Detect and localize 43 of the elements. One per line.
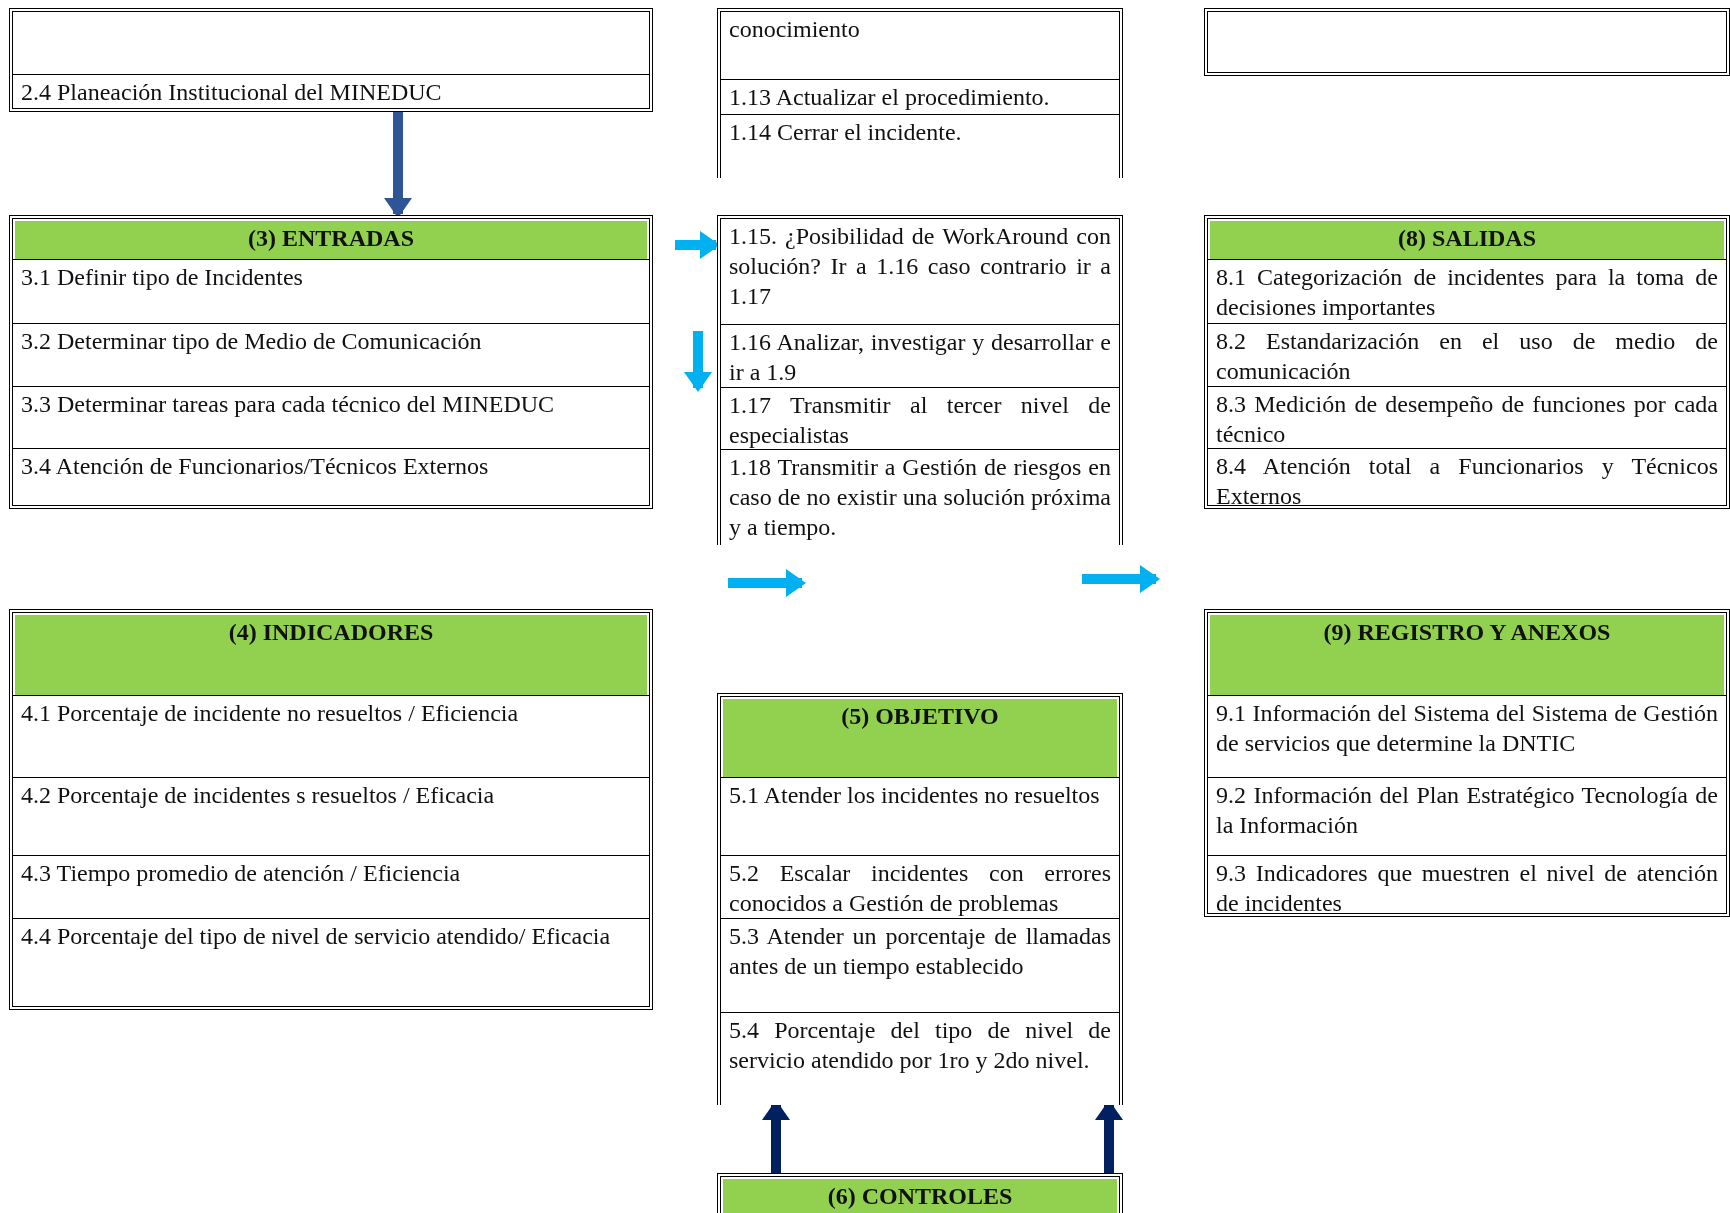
list-item: 3.4 Atención de Funcionarios/Técnicos Externos [13,448,649,508]
table [717,215,1123,545]
list-item: conocimiento [728,15,861,44]
empty-table [1204,8,1730,76]
list-item: 8.1 Categorización de incidentes para la toma de decisiones importantes [1208,259,1726,323]
section-header: (8) SALIDAS [1210,221,1724,259]
list-item: 3.1 Definir tipo de Incidentes [13,259,649,323]
list-item: 4.2 Porcentaje de incidentes s resueltos / Eficacia [13,777,649,855]
list-item: 1.15. ¿Posibilidad de WorkAround con solución? Ir a 1.16 caso contrario ir a 1.17 [728,222,1112,311]
list-item: 3.2 Determinar tipo de Medio de Comunicación [13,323,649,386]
list-item: 4.1 Porcentaje de incidente no resueltos / Eficiencia [13,695,649,777]
list-item: 4.4 Porcentaje del tipo de nivel de servicio atendido/ Eficacia [13,918,649,1010]
list-item: 1.13 Actualizar el procedimiento. [721,79,1119,114]
table [1204,215,1730,509]
list-item: 1.18 Transmitir a Gestión de riesgos en caso de no existir una solución próxima y a tiempo. [721,449,1119,544]
list-item: 8.4 Atención total a Funcionarios y Técnicos Externos [1208,448,1726,508]
list-item: 3.3 Determinar tareas para cada técnico del MINEDUC [13,386,649,448]
list-item: 1.16 Analizar, investigar y desarrollar e ir a 1.9 [721,324,1119,387]
table [717,693,1123,1105]
section-header: (4) INDICADORES [15,615,647,695]
table [9,215,653,509]
list-item: 1.17 Transmitir al tercer nivel de especialistas [721,387,1119,449]
table [9,609,653,1010]
list-item: 5.3 Atender un porcentaje de llamadas antes de un tiempo establecido [721,918,1119,1012]
table [717,8,1123,178]
list-item: 9.1 Información del Sistema del Sistema de Gestión de servicios que determine la DNTIC [1208,695,1726,777]
section-header: (9) REGISTRO Y ANEXOS [1210,615,1724,695]
list-item: 5.2 Escalar incidentes con errores conocidos a Gestión de problemas [721,855,1119,918]
list-item: 1.14 Cerrar el incidente. [721,114,1119,178]
table [9,8,653,112]
section-header: (6) CONTROLES [723,1179,1117,1213]
list-item: 9.3 Indicadores que muestren el nivel de atención de incidentes [1208,855,1726,916]
arrow [384,112,412,218]
list-item: 2.4 Planeación Institucional del MINEDUC [13,74,649,110]
section-header: (5) OBJETIVO [723,699,1117,777]
section-header: (3) ENTRADAS [15,221,647,259]
list-item: 8.3 Medición de desempeño de funciones por cada técnico [1208,386,1726,448]
table [1204,609,1730,917]
list-item: 8.2 Estandarización en el uso de medio de comunicación [1208,323,1726,386]
list-item: 5.1 Atender los incidentes no resueltos [721,777,1119,855]
list-item: 5.4 Porcentaje del tipo de nivel de servicio atendido por 1ro y 2do nivel. [721,1012,1119,1104]
list-item: 9.2 Información del Plan Estratégico Tecnología de la Información [1208,777,1726,855]
list-item: 4.3 Tiempo promedio de atención / Eficiencia [13,855,649,918]
